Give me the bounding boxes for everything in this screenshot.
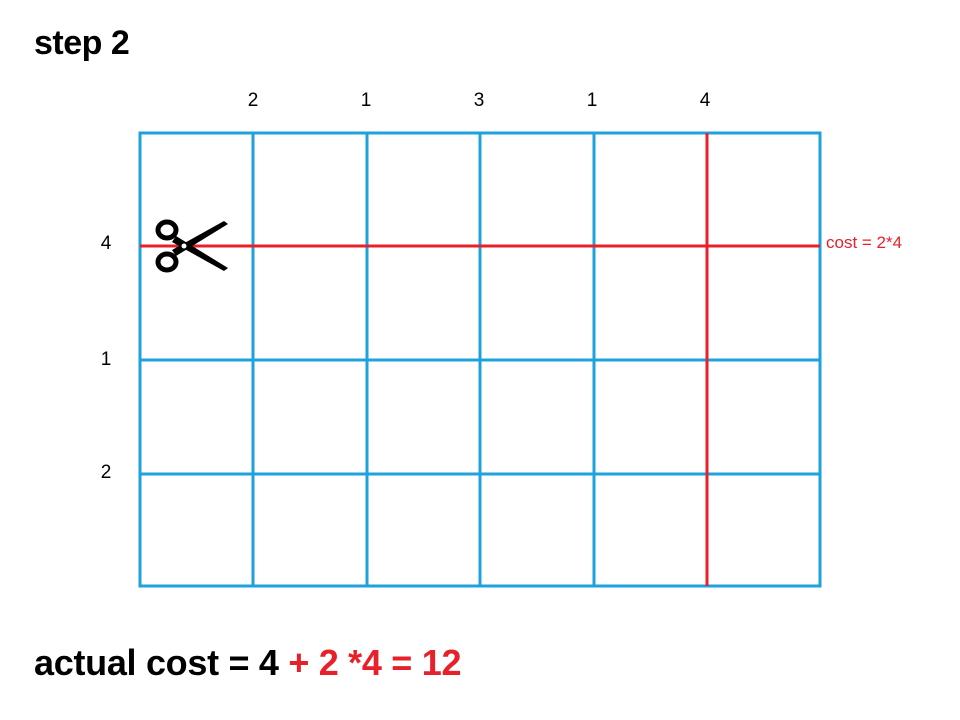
cut-cost-annotation: cost = 2*4 bbox=[826, 233, 903, 252]
column-weight-label: 1 bbox=[360, 90, 372, 111]
cost-formula: actual cost = 4 + 2 *4 = 12 bbox=[34, 642, 461, 684]
scissors-icon bbox=[155, 219, 228, 273]
row-weight-label: 2 bbox=[100, 462, 112, 483]
cost-formula-prefix: actual cost = 4 bbox=[34, 642, 279, 683]
row-weight-label: 1 bbox=[100, 349, 112, 370]
column-weight-label: 4 bbox=[699, 90, 711, 111]
column-weight-label: 1 bbox=[586, 90, 598, 111]
cost-formula-highlight: + 2 *4 = 12 bbox=[288, 642, 462, 683]
row-weight-label: 4 bbox=[100, 233, 112, 254]
column-weight-label: 3 bbox=[473, 90, 485, 111]
page-title: step 2 bbox=[34, 24, 130, 62]
column-weight-label: 2 bbox=[247, 90, 259, 111]
